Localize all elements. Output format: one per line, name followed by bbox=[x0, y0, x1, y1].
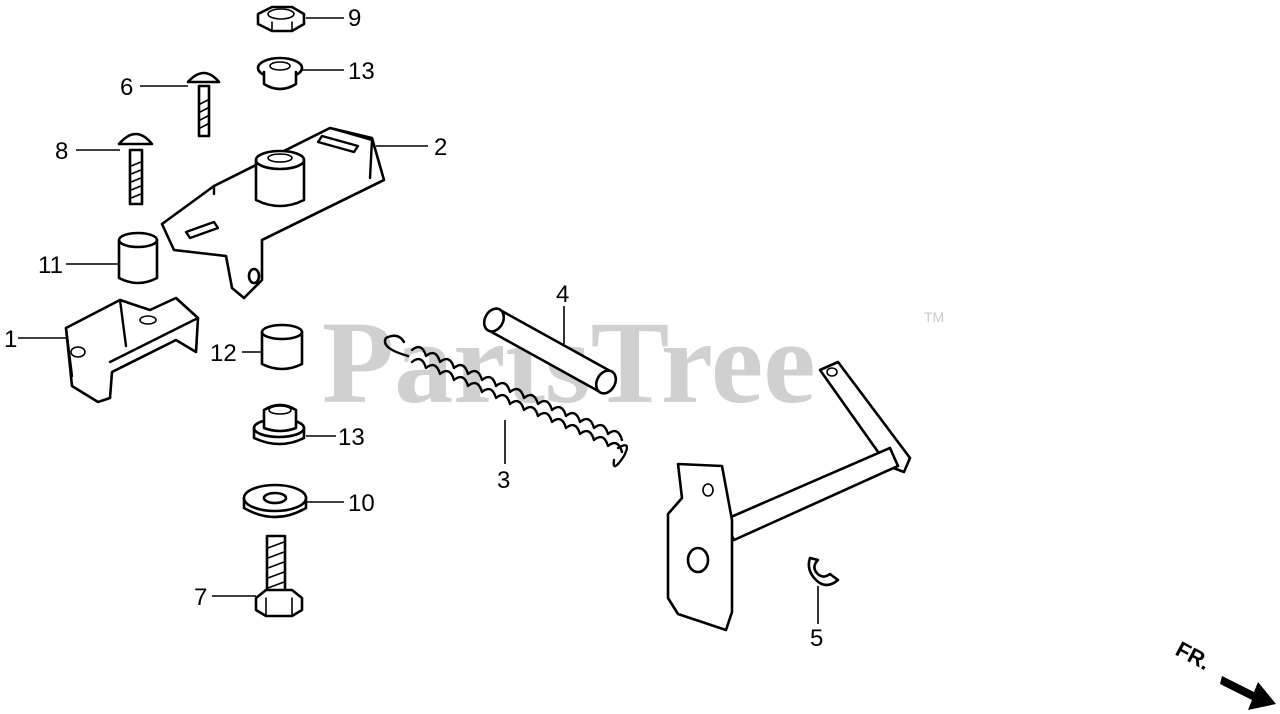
callout-8: 8 bbox=[55, 138, 68, 165]
lever-assembly[interactable] bbox=[666, 360, 912, 632]
front-arrow-icon bbox=[1220, 676, 1276, 710]
front-direction-label: FR. bbox=[1172, 636, 1215, 675]
callout-13-lower: 13 bbox=[338, 424, 365, 451]
callout-5: 5 bbox=[810, 625, 823, 652]
part-11-spacer[interactable] bbox=[117, 231, 159, 285]
part-5-clip[interactable] bbox=[807, 556, 840, 587]
part-9-nut[interactable] bbox=[256, 5, 306, 33]
callout-11: 11 bbox=[38, 252, 63, 279]
watermark-trademark: TM bbox=[924, 309, 944, 325]
part-10-washer[interactable] bbox=[242, 483, 308, 519]
callout-13-upper: 13 bbox=[348, 58, 375, 85]
callout-10: 10 bbox=[348, 490, 375, 517]
callout-2: 2 bbox=[434, 134, 447, 161]
callout-7: 7 bbox=[194, 584, 207, 611]
part-12-spacer[interactable] bbox=[260, 323, 304, 371]
callout-12: 12 bbox=[210, 340, 237, 367]
leader-lines bbox=[18, 17, 819, 624]
callout-1: 1 bbox=[4, 326, 17, 353]
callout-4: 4 bbox=[556, 281, 569, 308]
part-13-upper-collar[interactable] bbox=[256, 56, 304, 91]
part-4-sleeve[interactable] bbox=[480, 305, 619, 397]
part-6-bolt[interactable] bbox=[186, 71, 221, 138]
callout-9: 9 bbox=[348, 5, 361, 32]
part-2-bracket[interactable] bbox=[160, 126, 386, 300]
part-8-bolt[interactable] bbox=[117, 132, 154, 206]
part-7-bolt[interactable] bbox=[254, 534, 304, 618]
part-13-lower-collar[interactable] bbox=[252, 403, 306, 446]
front-direction-marker: FR. bbox=[1172, 636, 1276, 710]
part-3-spring[interactable] bbox=[383, 334, 629, 468]
callout-3: 3 bbox=[497, 467, 510, 494]
callout-6: 6 bbox=[120, 74, 133, 101]
part-1-bracket[interactable] bbox=[64, 296, 200, 404]
